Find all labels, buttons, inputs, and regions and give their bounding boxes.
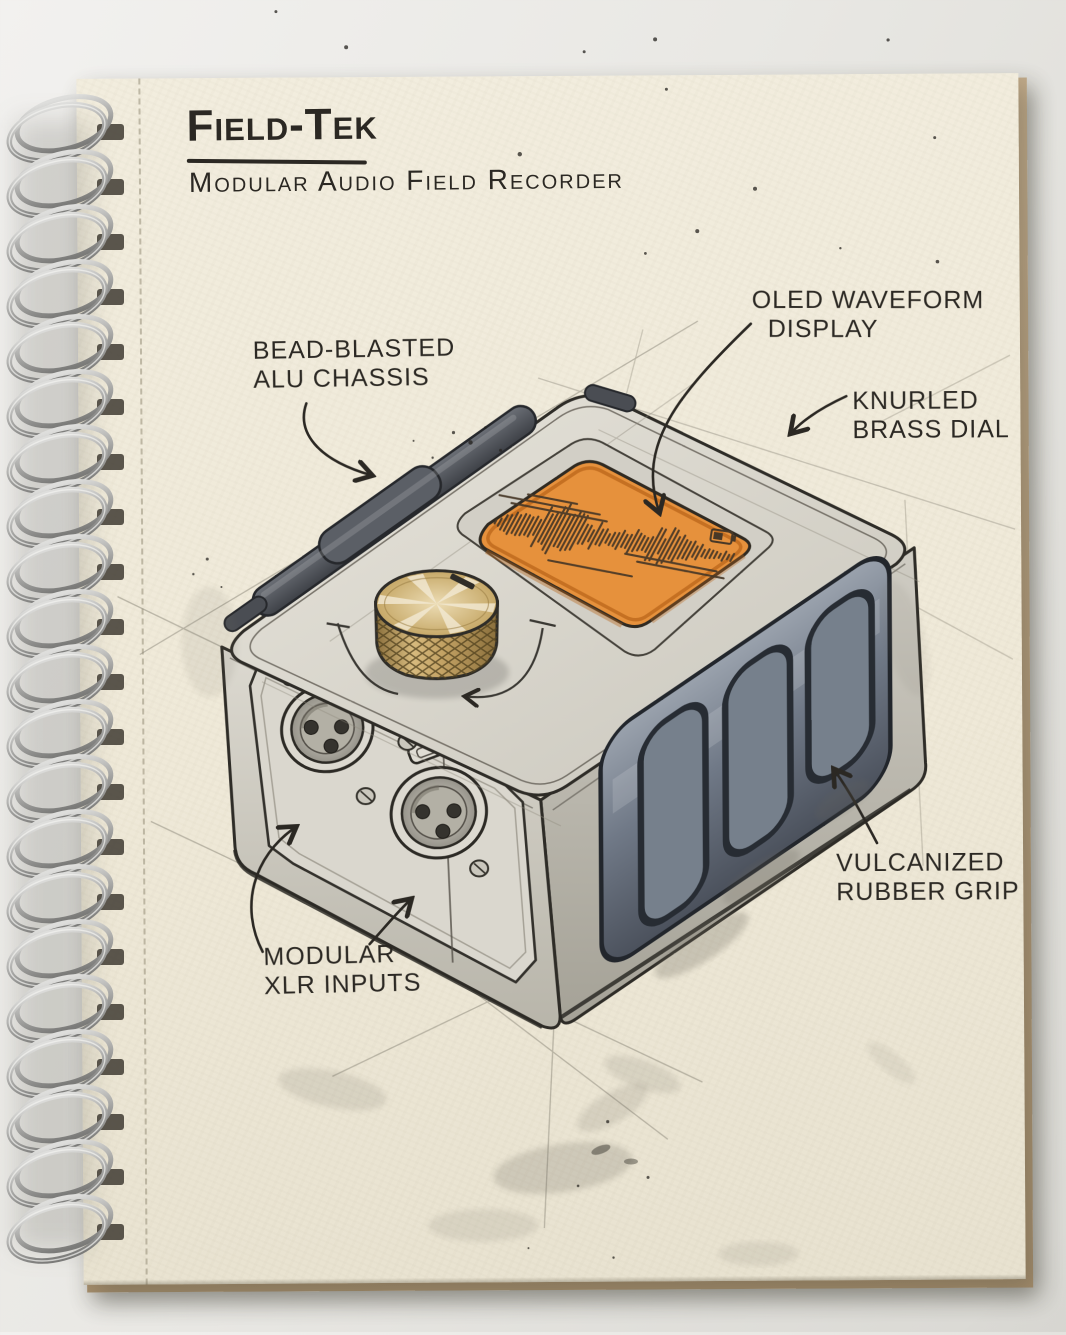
wire-loop: [6, 1194, 114, 1264]
sketchbook-page: Field-Tek Modular Audio Field Recorder B…: [76, 10, 1026, 1285]
grip-rib: [637, 702, 710, 927]
chassis-bumper: [223, 384, 637, 633]
arrow-xlr-right: [368, 900, 410, 946]
battery-icon: [709, 528, 737, 545]
xlr-pin: [446, 803, 462, 819]
oled-display: [456, 438, 774, 657]
page-subtitle: Modular Audio Field Recorder: [188, 162, 625, 198]
arrow-grip: [835, 770, 879, 845]
xlr-pin: [334, 719, 350, 735]
ink-speckles: [192, 10, 940, 1259]
brass-dial: [326, 569, 556, 699]
xlr-pin: [303, 719, 319, 735]
xlr-connector-right: [389, 732, 490, 878]
label-modular-xlr-inputs: MODULAR XLR INPUTS: [263, 940, 422, 1001]
label-bead-blasted-alu-chassis: BEAD-BLASTED ALU CHASSIS: [252, 333, 456, 394]
label-vulcanized-rubber-grip: VULCANIZED RUBBER GRIP: [836, 848, 1020, 907]
arrow-chassis: [302, 402, 371, 475]
arrow-dial: [791, 394, 848, 432]
arrow-xlr-left: [250, 828, 296, 954]
dial-sunburst: [377, 573, 496, 634]
annotation-arrows: [250, 322, 879, 954]
grip-rib: [721, 644, 794, 857]
waveform: [493, 493, 736, 580]
label-oled-waveform-display: OLED WAVEFORM DISPLAY: [751, 285, 985, 344]
rotation-arrow: [326, 619, 556, 698]
xlr-pin: [323, 738, 339, 754]
xlr-pin: [415, 804, 431, 820]
spiral-binding: [6, 94, 124, 1264]
label-knurled-brass-dial: KNURLED BRASS DIAL: [852, 386, 1010, 445]
xlr-pin: [435, 823, 451, 839]
wire-loop: [6, 589, 114, 659]
dial-indicator: [450, 573, 475, 590]
pencil-smudges: [181, 579, 930, 1266]
arrow-display: [652, 322, 753, 512]
page-title: Field-Tek: [186, 99, 378, 151]
